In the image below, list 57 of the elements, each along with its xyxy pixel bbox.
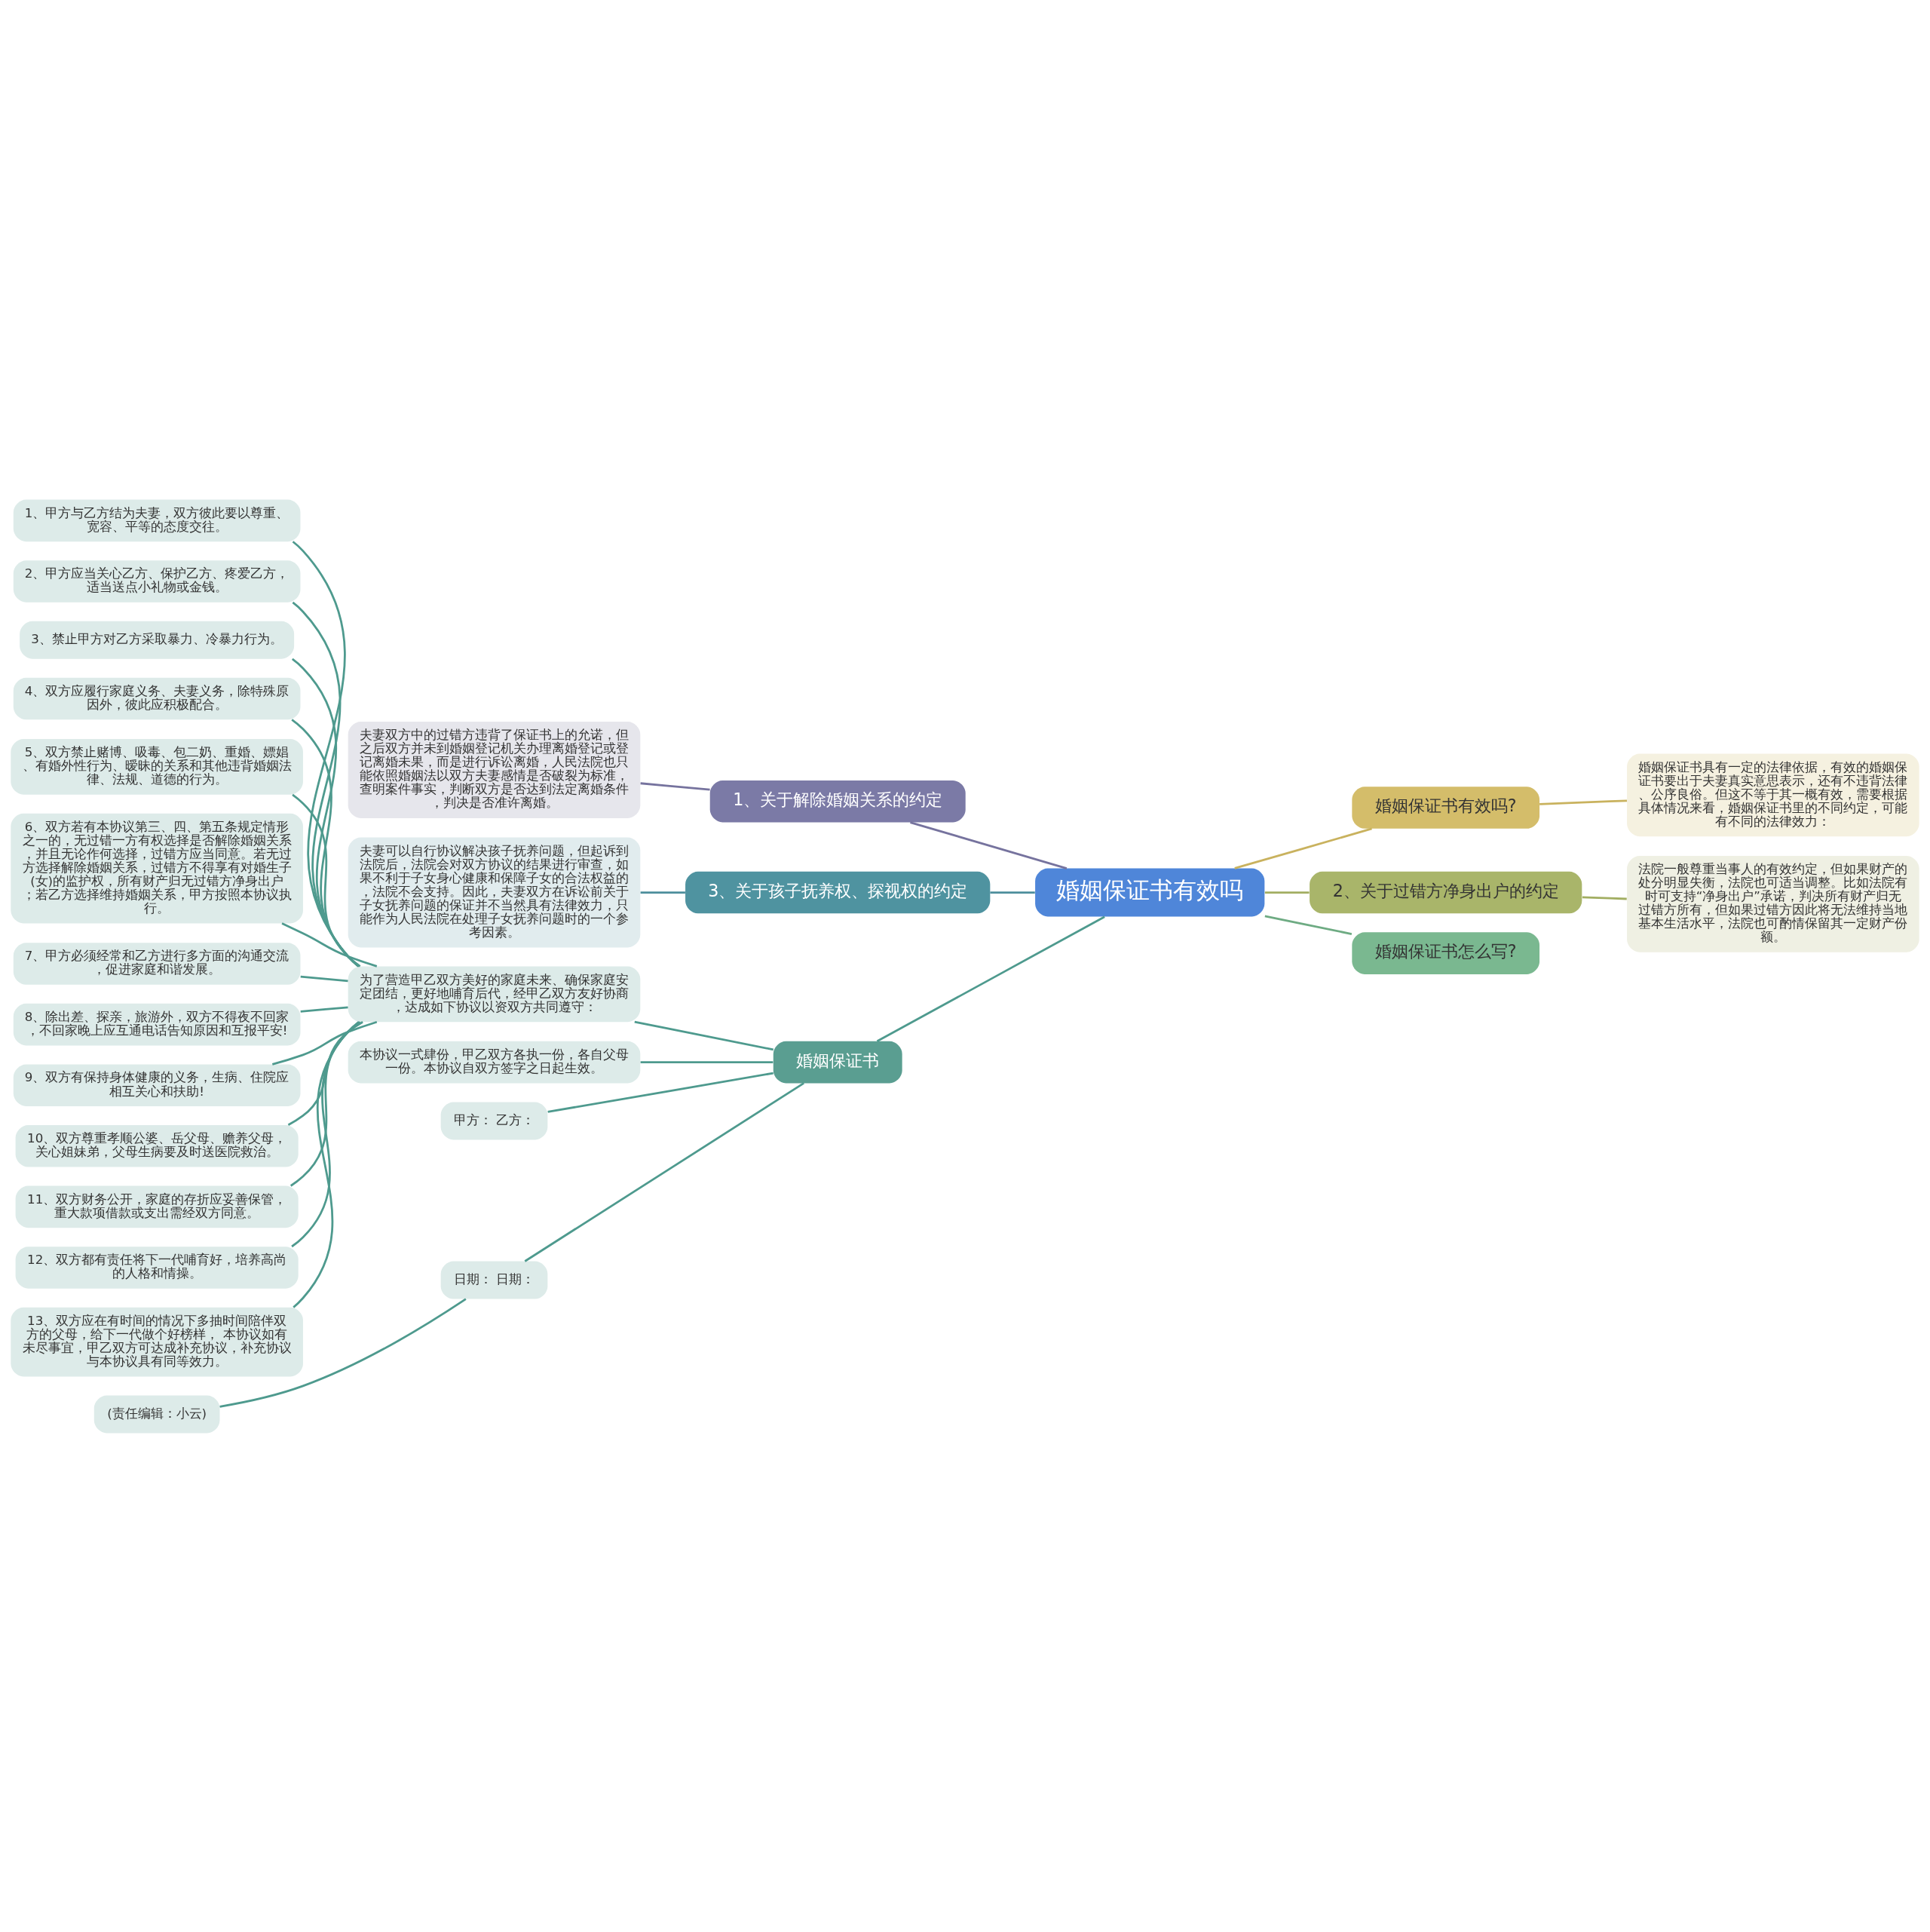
node-box: 11、双方财务公开，家庭的存折应妥善保管，重大款项借款或支出需经双方同意。 [15,1185,299,1228]
node-box: 7、甲方必须经常和乙方进行多方面的沟通交流，促进家庭和谐发展。 [13,942,301,985]
node-box: 婚姻保证书有效吗 [1035,868,1265,916]
node-box: 1、关于解除婚姻关系的约定 [709,780,966,822]
connector [219,1298,467,1408]
node-box: 婚姻保证书具有一定的法律依据，有效的婚姻保证书要出于夫妻真实意思表示，还有不违背法律、公序良俗。但这不等于其一概有效，需要根据具体情况来看，婚姻保证书里的不同约定，可能有不同的法律效力： [1627,753,1919,836]
connector [271,1020,378,1066]
connector [640,1060,774,1063]
node-box: 甲方： 乙方： [440,1101,548,1139]
node-box: 8、除出差、探亲，旅游外，双方不得夜不回家，不回家晚上应互通电话告知原因和互报平安! [13,1003,301,1045]
connector [524,1081,804,1262]
connector [1234,827,1372,869]
connector [640,781,710,791]
connector [1264,914,1353,935]
node-box: 9、双方有保持身体健康的义务，生病、住院应相互关心和扶助! [13,1063,301,1106]
node-box: 3、禁止甲方对乙方采取暴力、冷暴力行为。 [20,621,295,659]
connector [292,793,361,968]
connector [291,658,360,967]
connector [1582,896,1627,900]
node-box: 3、关于孩子抚养权、探视权的约定 [685,871,991,913]
node-box: 2、甲方应当关心乙方、保护乙方、疼爱乙方，适当送点小礼物或金钱。 [13,560,301,603]
node-box: 婚姻保证书怎么写? [1352,931,1540,974]
node-box: 本协议一式肆份，甲乙双方各执一份，各自父母一份。本协议自双方签字之日起生效。 [348,1041,641,1083]
connector [292,540,359,967]
node-box: 12、双方都有责任将下一代哺育好，培养高尚的人格和情操。 [15,1246,299,1289]
connector [300,975,348,982]
connector [990,891,1035,894]
connector [634,1020,774,1050]
node-box: 夫妻双方中的过错方违背了保证书上的允诺，但之后双方并未到婚姻登记机关办理离婚登记或登记离婚未果，而是进行诉讼离婚，人民法院也只能依照婚姻法以双方夫妻感情是否破裂为标准，查明案件事实，判断双方是否达到法定离婚条件，判决是否准许离婚。 [348,721,641,818]
node-box: 2、关于过错方净身出户的约定 [1310,871,1582,913]
connector [640,891,685,894]
connector [291,718,360,967]
connector [1539,799,1628,805]
node-box: 4、双方应履行家庭义务、夫妻义务，除特殊原因外，彼此应积极配合。 [13,677,301,719]
node-box: 婚姻保证书有效吗? [1352,786,1540,829]
connector [876,915,1105,1042]
node-box: 为了营造甲乙双方美好的家庭未来、确保家庭安定团结，更好地哺育后代，经甲乙双方友好协商，达成如下协议以资双方共同遵守： [348,966,641,1022]
node-box: (责任编辑：小云) [93,1394,220,1433]
node-box: 13、双方应在有时间的情况下多抽时间陪伴双方的父母，给下一代做个好榜样， 本协议如有未尽事宜，甲乙双方可达成补充协议，补充协议与本协议具有同等效力。 [11,1307,303,1376]
connector [291,1020,360,1247]
connector [281,922,378,968]
connector [293,1020,360,1308]
connector [547,1072,774,1113]
node-box: 5、双方禁止赌博、吸毒、包二奶、重婚、嫖娼、有婚外性行为、暧昧的关系和其他违背婚姻法律、法规、道德的行为。 [11,738,303,795]
node-box: 1、甲方与乙方结为夫妻，双方彼此要以尊重、宽容、平等的态度交往。 [13,499,301,541]
node-box: 法院一般尊重当事人的有效约定，但如果财产的处分明显失衡，法院也可适当调整。比如法院有时可支持“净身出户”承诺，判决所有财产归无过错方所有，但如果过错方因此将无法维持当地基本生活水平，法院也可酌情保留其一定财产份额。 [1627,855,1919,952]
connector [910,820,1068,869]
connector [290,1020,361,1187]
node-box: 夫妻可以自行协议解决孩子抚养问题，但起诉到法院后，法院会对双方协议的结果进行审查，如果不利于子女身心健康和保障子女的合法权益的，法院不会支持。因此，夫妻双方在诉讼前关于子女抚养问题的保证并不当然具有法律效力，只能作为人民法院在处理子女抚养问题时的一个参考因素。 [348,837,641,947]
connector [292,601,360,967]
node-box: 6、双方若有本协议第三、四、第五条规定情形之一的，无过错一方有权选择是否解除婚姻关系，并且无论作何选择，过错方应当同意。若无过方选择解除婚姻关系，过错方不得享有对婚生子(女)的监护权，所有财产归无过错方净身出户；若乙方选择维持婚姻关系，甲方按照本协议执行。 [11,813,303,924]
node-box: 日期： 日期： [440,1261,548,1299]
connector [1264,891,1310,894]
connector [287,1020,363,1126]
node-box: 10、双方尊重孝顺公婆、岳父母、赡养父母，关心姐妹弟，父母生病要及时送医院救治。 [15,1124,299,1167]
node-box: 婚姻保证书 [773,1041,902,1083]
connector [300,1005,348,1013]
